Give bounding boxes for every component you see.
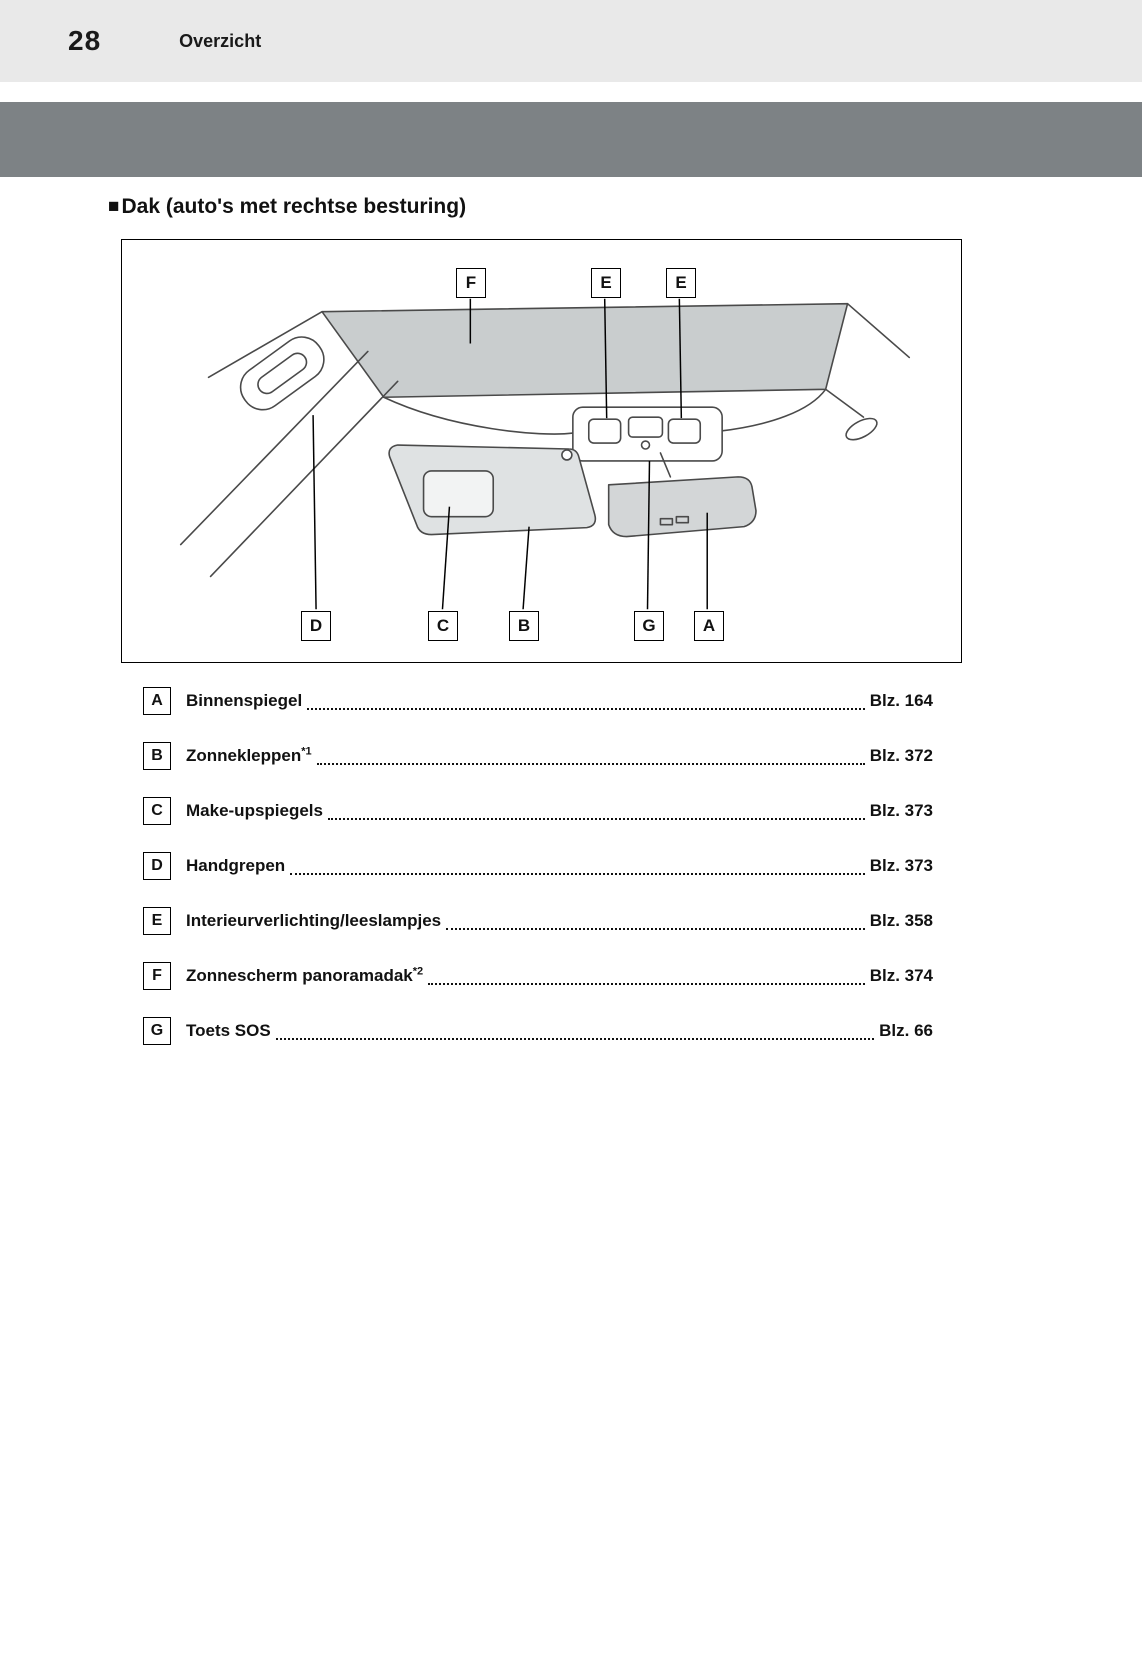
item-label-text: Binnenspiegel	[186, 691, 303, 710]
item-label: Handgrepen	[186, 856, 285, 876]
letter-box: F	[143, 962, 171, 990]
letter-box: A	[143, 687, 171, 715]
heading: ■ Dak (auto's met rechtse besturing)	[108, 195, 1142, 219]
item-label: Zonnekleppen*1	[186, 746, 312, 766]
item-label: Binnenspiegel	[186, 691, 302, 711]
dotted-leader	[275, 1038, 875, 1040]
page-ref: Blz. 66	[879, 1021, 933, 1040]
callout-label-f: F	[456, 268, 486, 298]
legend-row-f: F Zonnescherm panoramadak*2 Blz. 374	[143, 962, 933, 990]
dotted-leader	[328, 818, 865, 820]
page-ref: Blz. 372	[869, 746, 933, 765]
vanity-mirror-shape	[422, 470, 495, 518]
chapter-band	[0, 102, 1142, 177]
callout-label-d: D	[301, 611, 331, 641]
legend: A Binnenspiegel Blz. 164 B Zonnekleppen*…	[143, 687, 933, 1045]
item-label: Make-upspiegels	[186, 801, 323, 821]
callout-label-b: B	[509, 611, 539, 641]
section-title: Overzicht	[179, 30, 262, 51]
item-label: Toets SOS	[186, 1021, 271, 1041]
page-ref: Blz. 358	[869, 911, 933, 930]
callout-label-e1: E	[591, 268, 621, 298]
item-label-text: Zonnescherm panoramadak	[186, 966, 413, 985]
page-number: 28	[68, 25, 102, 56]
page-header: 28 Overzicht	[0, 0, 1142, 82]
roof-line-drawing	[179, 298, 911, 610]
item-label-text: Make-upspiegels	[186, 801, 323, 820]
dotted-leader	[446, 928, 865, 930]
legend-row-d: D Handgrepen Blz. 373	[143, 852, 933, 880]
sunshade-shape	[321, 302, 849, 399]
callout-label-a: A	[694, 611, 724, 641]
letter-box: D	[143, 852, 171, 880]
callout-label-e2: E	[666, 268, 696, 298]
leader-lines	[312, 298, 708, 610]
item-label-text: Toets SOS	[186, 1021, 271, 1040]
roof-diagram: F E E D C B G A	[121, 239, 962, 663]
letter-box: G	[143, 1017, 171, 1045]
item-label-sup: *1	[301, 745, 312, 758]
letter-box: C	[143, 797, 171, 825]
page-ref: Blz. 374	[869, 966, 933, 985]
callout-label-c: C	[428, 611, 458, 641]
item-label: Interieurverlichting/leeslampjes	[186, 911, 441, 931]
legend-row-b: B Zonnekleppen*1 Blz. 372	[143, 742, 933, 770]
legend-row-c: C Make-upspiegels Blz. 373	[143, 797, 933, 825]
overhead-console-shape	[572, 406, 723, 462]
legend-row-a: A Binnenspiegel Blz. 164	[143, 687, 933, 715]
dotted-leader	[428, 983, 865, 985]
letter-box: B	[143, 742, 171, 770]
dotted-leader	[290, 873, 865, 875]
item-label-text: Handgrepen	[186, 856, 286, 875]
item-label-sup: *2	[412, 965, 424, 978]
heading-text: Dak (auto's met rechtse besturing)	[121, 195, 467, 218]
square-bullet-icon: ■	[108, 196, 120, 217]
callout-label-g: G	[634, 611, 664, 641]
sunvisor-shape	[388, 444, 597, 536]
legend-row-e: E Interieurverlichting/leeslampjes Blz. …	[143, 907, 933, 935]
legend-row-g: G Toets SOS Blz. 66	[143, 1017, 933, 1045]
page-ref: Blz. 373	[869, 856, 933, 875]
handgrip-shape	[239, 336, 325, 411]
rearview-mirror-shape	[607, 452, 757, 538]
page-ref: Blz. 164	[869, 691, 933, 710]
dotted-leader	[316, 763, 865, 765]
item-label-text: Zonnekleppen	[186, 746, 302, 765]
page-ref: Blz. 373	[869, 801, 933, 820]
item-label-text: Interieurverlichting/leeslampjes	[186, 911, 442, 930]
dotted-leader	[307, 708, 865, 710]
item-label: Zonnescherm panoramadak*2	[186, 966, 423, 986]
letter-box: E	[143, 907, 171, 935]
